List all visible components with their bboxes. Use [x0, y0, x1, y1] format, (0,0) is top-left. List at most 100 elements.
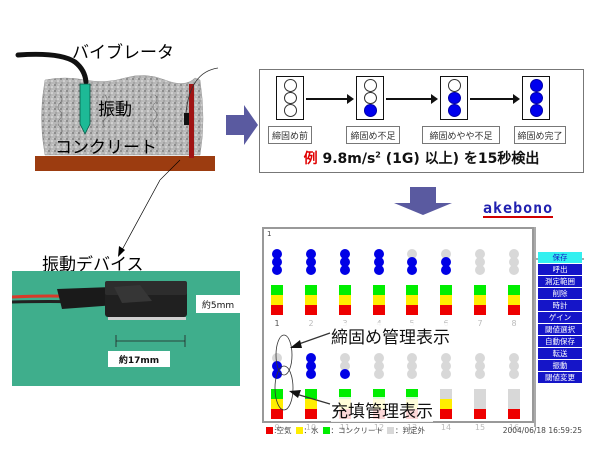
fill-segment-air	[508, 409, 520, 419]
fill-segment-water	[339, 295, 351, 305]
channel-7: 7	[474, 249, 486, 329]
panel-id: 1	[267, 230, 272, 238]
detection-criteria: 例 9.8m/s2 (1G) 以上) を15秒検出	[260, 148, 583, 168]
channel-number: 13	[406, 423, 418, 432]
unlit-indicator-dot	[363, 79, 377, 92]
fill-segment-concrete	[406, 285, 418, 295]
compaction-dot-off	[475, 249, 485, 259]
akebono-logo: akebono	[483, 199, 554, 218]
compaction-dot-on	[374, 249, 384, 259]
status-bar: :空気：水：コンクリート：判定外 2004/06/18 16:59:25	[266, 424, 582, 436]
fill-segment-out-of-range	[508, 399, 520, 409]
fill-segment-concrete	[305, 389, 317, 399]
compaction-dot-on	[272, 249, 282, 259]
fill-segment-air	[474, 409, 486, 419]
device-title: 振動デバイス	[42, 255, 144, 275]
compaction-dot-off	[407, 353, 417, 363]
lit-indicator-dot	[529, 79, 543, 92]
fill-segment-air	[440, 305, 452, 315]
legend: :空気：水：コンクリート：判定外	[266, 425, 429, 436]
stage-light-1	[276, 76, 304, 120]
compaction-dot-off	[441, 369, 451, 379]
side-panel-divider	[534, 227, 536, 427]
fill-segment-water	[508, 295, 520, 305]
compaction-dot-on	[306, 369, 316, 379]
fill-segment-water	[406, 295, 418, 305]
compaction-dot-off	[475, 353, 485, 363]
compaction-dot-on	[441, 265, 451, 275]
channel-number: 7	[477, 319, 483, 328]
compaction-dot-off	[509, 249, 519, 259]
concrete-vibration-illustration	[0, 0, 250, 181]
compaction-dot-off	[475, 369, 485, 379]
leader-line	[159, 159, 181, 181]
channel-1: 1	[271, 249, 283, 329]
stage-label-2: 締固め不足	[346, 126, 400, 144]
device-photo: 約5mm 約17mm	[12, 271, 240, 386]
channel-number: 16	[508, 423, 520, 432]
fill-segment-water	[440, 399, 452, 409]
channel-2: 2	[305, 249, 317, 329]
fill-segment-air	[271, 409, 283, 419]
channel-number: 11	[339, 423, 351, 432]
compaction-dot-on	[441, 257, 451, 267]
formwork-side	[189, 84, 194, 158]
side-menu: 保存呼出測定範囲削除時計ゲイン閾値選択自動保存転送振動閾値変更	[538, 252, 582, 383]
device-base	[108, 317, 186, 320]
compaction-dot-off	[509, 265, 519, 275]
fill-segment-concrete	[474, 285, 486, 295]
fill-segment-air	[440, 409, 452, 419]
filling-display-label: 充填管理表示	[331, 397, 433, 422]
fill-segment-water	[474, 295, 486, 305]
compaction-dot-on	[306, 257, 316, 267]
fill-segment-out-of-range	[474, 399, 486, 409]
fill-segment-concrete	[271, 389, 283, 399]
criteria-text-main: 9.8m/s	[317, 151, 376, 167]
fill-segment-water	[440, 295, 452, 305]
stage-light-2	[356, 76, 384, 120]
compaction-dot-off	[475, 265, 485, 275]
channel-number: 12	[373, 423, 385, 432]
compaction-dot-on	[306, 361, 316, 371]
compaction-dot-on	[340, 369, 350, 379]
vibrator-label: バイブレータ	[72, 43, 174, 63]
fill-segment-air	[305, 409, 317, 419]
connector	[57, 287, 116, 309]
side-menu-button-7[interactable]: 閾値選択	[538, 324, 582, 335]
legend-item-air: :空気	[266, 425, 292, 436]
stage-label-1: 締固め前	[268, 126, 312, 144]
compaction-dot-off	[374, 361, 384, 371]
legend-swatch	[322, 427, 330, 434]
compaction-dot-off	[441, 249, 451, 259]
lit-indicator-dot	[363, 104, 377, 118]
side-menu-button-4[interactable]: 削除	[538, 288, 582, 299]
side-menu-button-8[interactable]: 自動保存	[538, 336, 582, 347]
fill-segment-water	[305, 295, 317, 305]
side-menu-button-2[interactable]: 呼出	[538, 264, 582, 275]
sensor-cable	[185, 67, 219, 114]
side-menu-button-10[interactable]: 振動	[538, 360, 582, 371]
vibrator-probe	[79, 83, 91, 135]
formwork-base	[35, 156, 215, 171]
fill-segment-water	[373, 295, 385, 305]
side-menu-button-9[interactable]: 転送	[538, 348, 582, 359]
width-dimension-label: 約17mm	[108, 351, 170, 367]
side-menu-button-3[interactable]: 測定範囲	[538, 276, 582, 287]
compaction-dot-on	[272, 265, 282, 275]
compaction-dot-on	[407, 265, 417, 275]
legend-item-out-of-range: ：判定外	[387, 425, 425, 436]
side-menu-button-6[interactable]: ゲイン	[538, 312, 582, 323]
unlit-indicator-dot	[283, 79, 297, 92]
compaction-dot-on	[306, 265, 316, 275]
compaction-dot-on	[374, 265, 384, 275]
fill-segment-concrete	[339, 285, 351, 295]
channel-14: 14	[440, 353, 452, 433]
side-menu-button-11[interactable]: 閾値変更	[538, 372, 582, 383]
fill-segment-water	[271, 399, 283, 409]
side-menu-button-1[interactable]: 保存	[538, 252, 582, 263]
side-menu-button-5[interactable]: 時計	[538, 300, 582, 311]
fill-segment-air	[373, 305, 385, 315]
channel-number: 14	[440, 423, 452, 432]
